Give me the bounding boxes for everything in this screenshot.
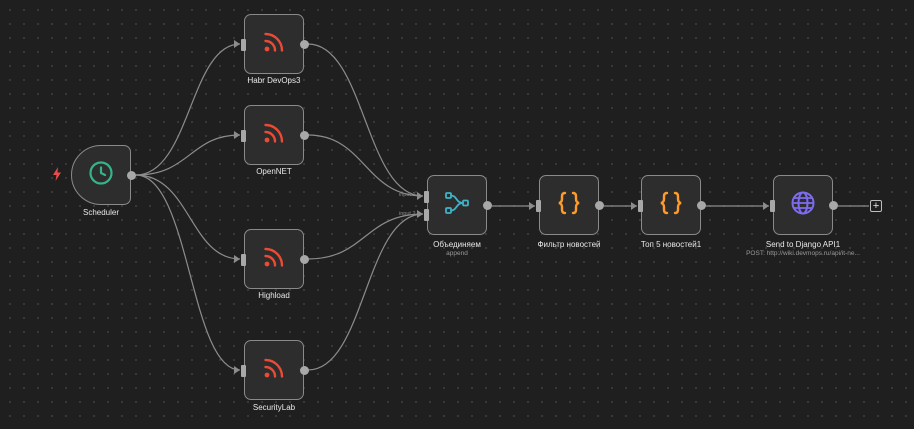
scheduler-output-handle[interactable]: [126, 170, 136, 180]
node-send-to-django[interactable]: [770, 175, 838, 235]
habr-label: Habr DevOps3: [247, 76, 301, 85]
globe-icon: [790, 190, 816, 221]
merge-sublabel: append: [446, 250, 468, 257]
node-securitylab[interactable]: [241, 340, 309, 400]
merge-input-1-tag: input 1: [399, 192, 416, 198]
trigger-bolt-icon: [52, 167, 62, 186]
edge-scheduler-habr: [135, 43, 241, 176]
node-top5-news[interactable]: [638, 175, 706, 235]
habr-input-handle[interactable]: [241, 39, 246, 51]
arrow-habr: [234, 40, 240, 48]
securitylab-input-handle[interactable]: [241, 365, 246, 377]
arrow-highload: [234, 255, 240, 263]
django-input-handle[interactable]: [770, 200, 775, 212]
highload-input-handle[interactable]: [241, 254, 246, 266]
highload-label: Highload: [258, 291, 290, 300]
node-opennet[interactable]: [241, 105, 309, 165]
arrow-securitylab: [234, 366, 240, 374]
edge-opennet-merge: [307, 134, 424, 197]
rss-icon: [263, 31, 285, 58]
top5-output-handle[interactable]: [696, 200, 706, 210]
securitylab-output-handle[interactable]: [299, 365, 309, 375]
add-node-button[interactable]: +: [870, 200, 882, 212]
django-label: Send to Django API1: [765, 240, 841, 249]
arrow-merge-1: [417, 192, 423, 200]
node-highload[interactable]: [241, 229, 309, 289]
merge-label: Объединяем: [433, 240, 481, 249]
node-scheduler[interactable]: [71, 145, 136, 205]
habr-output-handle[interactable]: [299, 39, 309, 49]
merge-input-1-handle[interactable]: [424, 191, 429, 203]
node-habr-devops3[interactable]: [241, 14, 309, 74]
filter-input-handle[interactable]: [536, 200, 541, 212]
merge-input-2-tag: input 2: [399, 211, 416, 217]
arrow-filter: [529, 202, 535, 210]
code-braces-icon: [556, 190, 582, 221]
highload-output-handle[interactable]: [299, 254, 309, 264]
top5-input-handle[interactable]: [638, 200, 643, 212]
opennet-label: OpenNET: [256, 167, 292, 176]
merge-input-2-handle[interactable]: [424, 209, 429, 221]
node-filter-news[interactable]: [536, 175, 604, 235]
arrow-opennet: [234, 131, 240, 139]
edge-scheduler-securitylab: [135, 174, 241, 371]
arrow-top5: [631, 202, 637, 210]
merge-icon: [444, 190, 470, 221]
merge-output-handle[interactable]: [482, 200, 492, 210]
clock-icon: [88, 160, 114, 191]
filter-output-handle[interactable]: [594, 200, 604, 210]
top5-label: Топ 5 новостей1: [640, 240, 702, 249]
opennet-input-handle[interactable]: [241, 130, 246, 142]
code-braces-icon: [658, 190, 684, 221]
securitylab-label: SecurityLab: [252, 403, 296, 412]
rss-icon: [263, 122, 285, 149]
node-merge[interactable]: [424, 175, 492, 235]
rss-icon: [263, 246, 285, 273]
filter-label: Фильтр новостей: [537, 240, 601, 249]
scheduler-label: Scheduler: [82, 208, 120, 217]
opennet-output-handle[interactable]: [299, 130, 309, 140]
arrow-merge-2: [417, 210, 423, 218]
rss-icon: [263, 357, 285, 384]
django-output-handle[interactable]: [828, 200, 838, 210]
django-sublabel: POST: http://wiki.devmops.ru/api/it-ne..…: [746, 250, 860, 257]
arrow-django: [763, 202, 769, 210]
